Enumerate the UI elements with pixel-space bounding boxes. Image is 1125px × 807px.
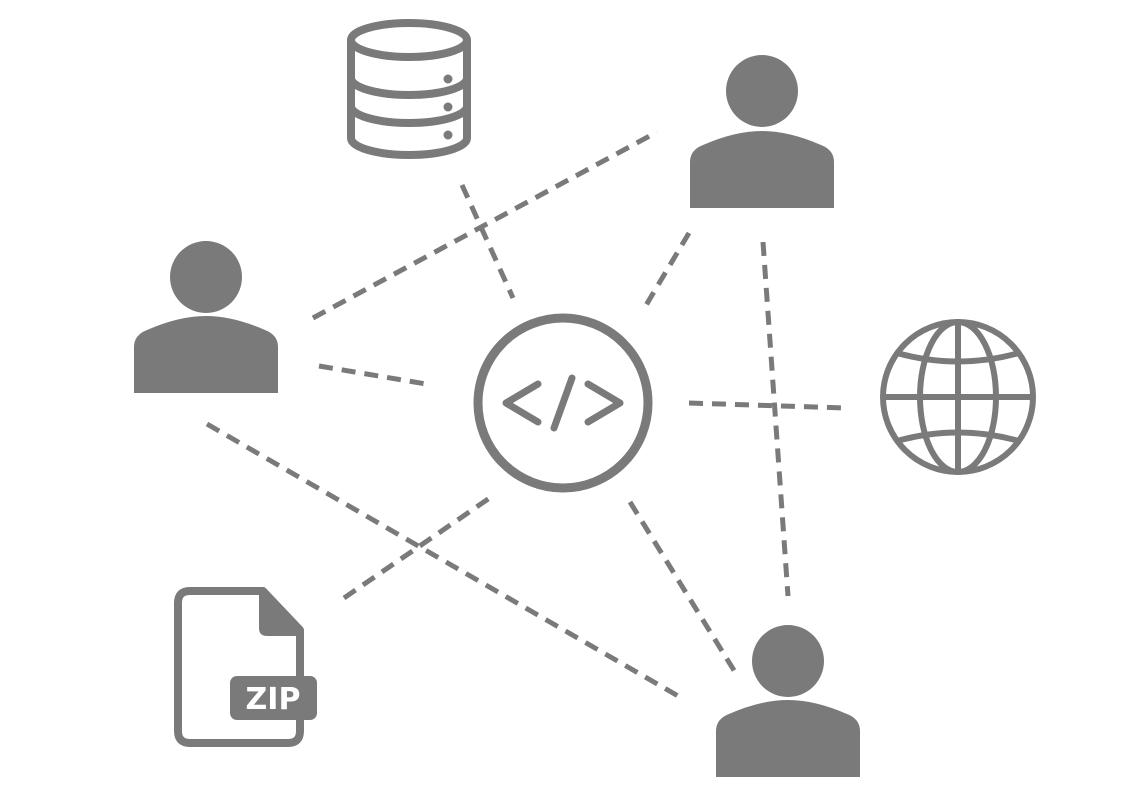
globe-icon [880, 319, 1036, 475]
zip-label: ZIP [246, 682, 301, 717]
connection-user-top-right-code-hub [639, 231, 692, 314]
connection-user-top-right-user-bottom-right [760, 241, 791, 597]
connections [205, 129, 846, 703]
user-icon-left [134, 241, 278, 393]
user-icon-top-right [690, 55, 834, 208]
connection-database-code-hub [459, 183, 516, 300]
connection-code-hub-globe [688, 400, 846, 411]
connection-user-left-user-top-right [311, 129, 659, 321]
connection-code-hub-user-bottom-right [627, 500, 738, 674]
connection-user-left-code-hub [318, 363, 433, 388]
zip-file-icon: ZIP [174, 587, 317, 747]
connection-zip-file-code-hub [342, 492, 496, 601]
database-icon [347, 19, 471, 159]
user-icon-bottom-right [716, 625, 860, 777]
code-icon [473, 313, 653, 493]
connection-user-left-user-bottom-right [205, 421, 687, 703]
